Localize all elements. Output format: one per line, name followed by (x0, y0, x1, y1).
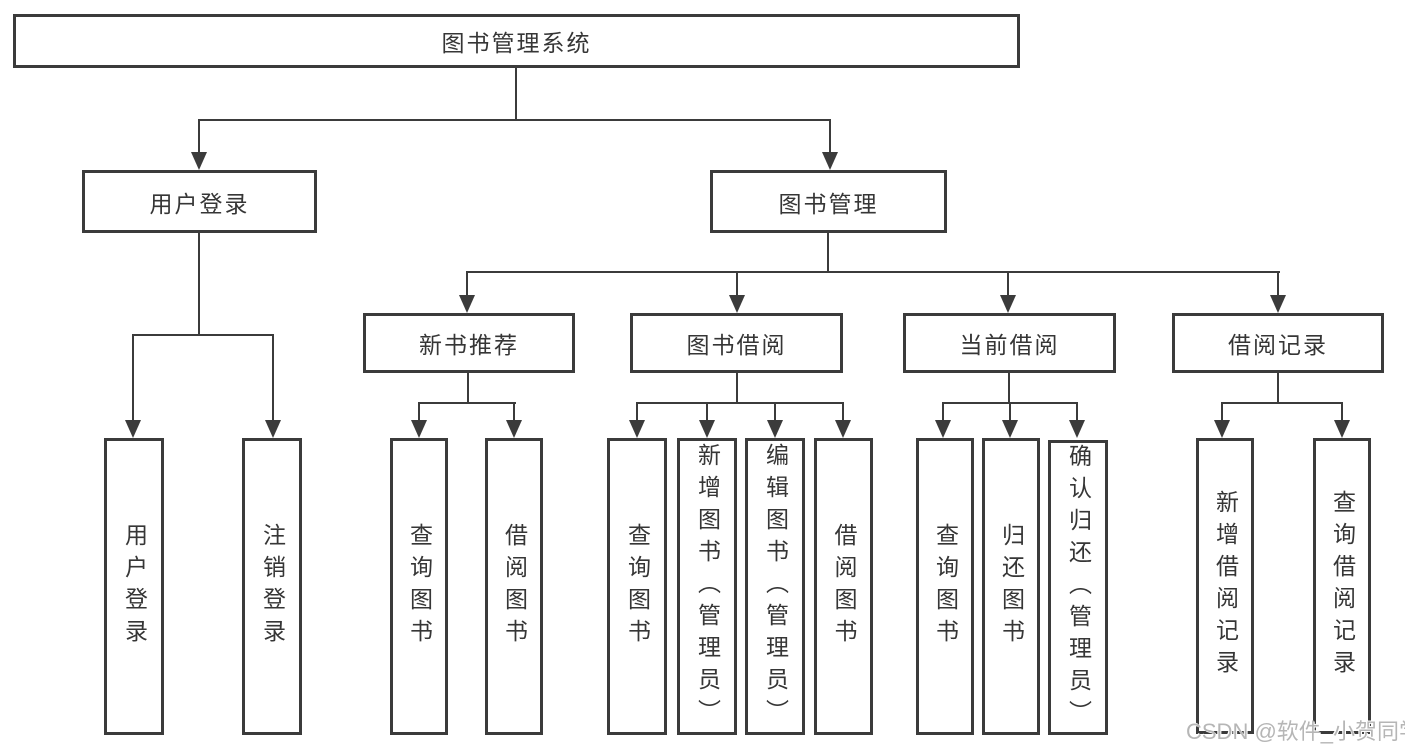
connector-line (467, 373, 469, 404)
arrow-down-icon (459, 295, 475, 313)
leaf-query-books-2: 查询图书 (607, 438, 667, 735)
arrow-down-icon (191, 152, 207, 170)
arrow-down-icon (767, 420, 783, 438)
connector-line (198, 233, 200, 336)
leaf-user-login-label: 用户登录 (121, 522, 148, 651)
connector-line (466, 271, 1280, 273)
arrow-down-icon (835, 420, 851, 438)
connector-line (1009, 402, 1011, 421)
leaf-logout-label: 注销登录 (259, 522, 286, 651)
connector-line (736, 373, 738, 404)
node-book-management-label: 图书管理 (778, 190, 879, 217)
connector-line (706, 402, 708, 421)
leaf-query-books-3: 查询图书 (916, 438, 974, 735)
arrow-down-icon (935, 420, 951, 438)
node-new-book-recommend-label: 新书推荐 (419, 332, 519, 358)
node-library-system-label: 图书管理系统 (441, 30, 592, 56)
leaf-query-borrow-record: 查询借阅记录 (1313, 438, 1371, 734)
leaf-edit-books-admin: 编辑图书（管理员） (745, 438, 805, 735)
node-library-system: 图书管理系统 (13, 14, 1020, 68)
connector-line (1076, 402, 1078, 421)
connector-line (132, 334, 274, 336)
leaf-query-books-3-label: 查询图书 (932, 522, 959, 651)
connector-line (842, 402, 844, 421)
arrow-down-icon (629, 420, 645, 438)
connector-line (829, 119, 831, 153)
connector-line (198, 119, 200, 153)
connector-line (736, 271, 738, 297)
connector-line (513, 402, 515, 421)
node-book-borrow: 图书借阅 (630, 313, 843, 373)
leaf-borrow-books-2: 借阅图书 (814, 438, 873, 735)
connector-line (418, 402, 516, 404)
arrow-down-icon (1000, 295, 1016, 313)
node-book-management: 图书管理 (710, 170, 947, 233)
leaf-query-books-2-label: 查询图书 (624, 522, 651, 651)
node-current-borrow: 当前借阅 (903, 313, 1116, 373)
connector-line (515, 68, 517, 120)
arrow-down-icon (125, 420, 141, 438)
node-borrow-records: 借阅记录 (1172, 313, 1384, 373)
leaf-query-borrow-record-label: 查询借阅记录 (1329, 490, 1356, 682)
arrow-down-icon (1270, 295, 1286, 313)
connector-line (1341, 402, 1343, 421)
connector-line (1007, 271, 1009, 297)
arrow-down-icon (265, 420, 281, 438)
leaf-return-books: 归还图书 (982, 438, 1040, 735)
node-user-login: 用户登录 (82, 170, 317, 233)
arrow-down-icon (1214, 420, 1230, 438)
connector-line (1221, 402, 1343, 404)
connector-line (827, 233, 829, 273)
leaf-borrow-books-1: 借阅图书 (485, 438, 543, 735)
leaf-edit-books-admin-label: 编辑图书（管理员） (762, 442, 789, 731)
arrow-down-icon (1002, 420, 1018, 438)
arrow-down-icon (506, 420, 522, 438)
arrow-down-icon (1069, 420, 1085, 438)
leaf-confirm-return-admin: 确认归还（管理员） (1048, 440, 1108, 735)
csdn-watermark: CSDN @软件_小贺同学 (1186, 719, 1405, 744)
connector-line (466, 271, 468, 297)
arrow-down-icon (1334, 420, 1350, 438)
connector-line (942, 402, 944, 421)
node-new-book-recommend: 新书推荐 (363, 313, 575, 373)
connector-line (1277, 271, 1279, 297)
arrow-down-icon (411, 420, 427, 438)
leaf-add-books-admin: 新增图书（管理员） (677, 438, 737, 735)
leaf-confirm-return-admin-label: 确认归还（管理员） (1065, 443, 1092, 732)
leaf-return-books-label: 归还图书 (998, 522, 1025, 651)
leaf-add-borrow-record: 新增借阅记录 (1196, 438, 1254, 734)
arrow-down-icon (699, 420, 715, 438)
leaf-borrow-books-2-label: 借阅图书 (831, 522, 857, 651)
connector-line (418, 402, 420, 421)
leaf-add-borrow-record-label: 新增借阅记录 (1212, 490, 1239, 682)
leaf-borrow-books-1-label: 借阅图书 (501, 522, 528, 651)
connector-line (636, 402, 844, 404)
connector-line (1008, 373, 1010, 404)
connector-line (198, 119, 831, 121)
node-user-login-label: 用户登录 (149, 190, 250, 217)
node-current-borrow-label: 当前借阅 (959, 332, 1060, 358)
leaf-query-books-1: 查询图书 (390, 438, 448, 735)
connector-line (636, 402, 638, 421)
connector-line (1221, 402, 1223, 421)
connector-line (132, 334, 134, 421)
connector-line (1277, 373, 1279, 404)
arrow-down-icon (729, 295, 745, 313)
leaf-user-login: 用户登录 (104, 438, 164, 735)
connector-line (774, 402, 776, 421)
node-borrow-records-label: 借阅记录 (1228, 332, 1328, 358)
leaf-logout: 注销登录 (242, 438, 302, 735)
connector-line (272, 334, 274, 421)
arrow-down-icon (822, 152, 838, 170)
node-book-borrow-label: 图书借阅 (686, 332, 787, 358)
leaf-add-books-admin-label: 新增图书（管理员） (694, 442, 721, 731)
leaf-query-books-1-label: 查询图书 (406, 522, 433, 651)
